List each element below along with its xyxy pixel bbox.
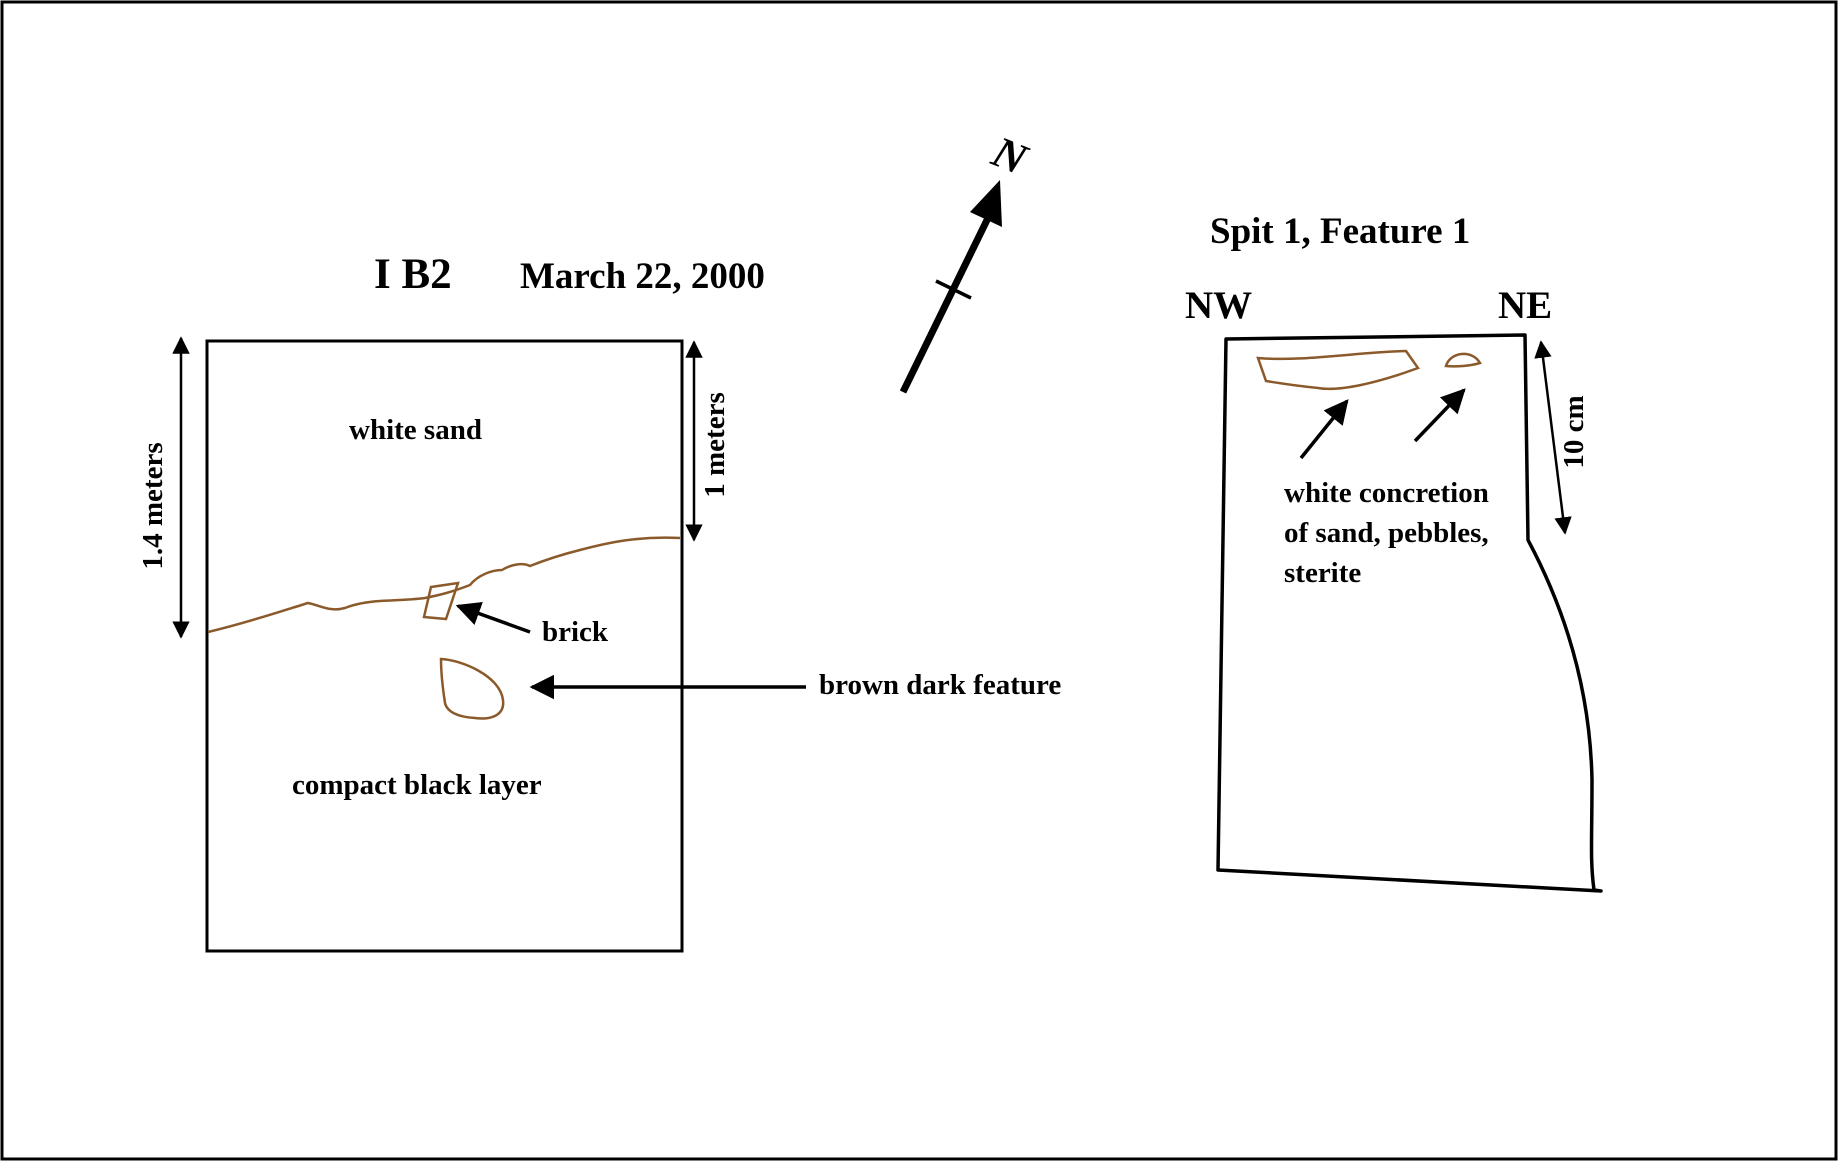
feature-plan: Spit 1, Feature 1 NW NE white concretion… (1185, 211, 1603, 893)
unit-plan: I B2 March 22, 2000 white sand brick bro… (137, 251, 1061, 953)
brick-label: brick (542, 616, 609, 648)
corner-nw-label: NW (1185, 284, 1252, 327)
concretion-pointer-arrow-1 (1299, 399, 1349, 460)
unit-title: I B2 (374, 251, 452, 298)
compact-black-layer-label: compact black layer (292, 769, 542, 801)
concretion-outline-large (1256, 349, 1420, 391)
brick-outline (422, 581, 460, 621)
brown-dark-feature-outline (439, 657, 505, 720)
concretion-outline-small (1444, 352, 1482, 368)
north-arrow-tick (935, 279, 972, 300)
north-arrow-shaft (899, 216, 992, 394)
concretion-label-line-3: sterite (1284, 557, 1361, 589)
north-label: N (985, 127, 1036, 186)
brick-pointer-arrow (455, 601, 531, 634)
north-arrow-head (970, 180, 1002, 227)
white-sand-label: white sand (349, 414, 482, 446)
feature-dimension-arrow (1534, 340, 1572, 535)
feature-dimension-label: 10 cm (1558, 395, 1590, 468)
left-dimension-label: 1.4 meters (137, 442, 169, 569)
concretion-pointer-arrow-2 (1413, 388, 1466, 443)
concretion-label-line-2: of sand, pebbles, (1284, 517, 1489, 549)
unit-date: March 22, 2000 (520, 256, 765, 297)
north-arrow: N (899, 127, 1036, 394)
brown-dark-feature-label: brown dark feature (819, 669, 1061, 701)
corner-ne-label: NE (1498, 284, 1552, 327)
layer-boundary-line (207, 536, 681, 634)
right-dimension-label: 1 meters (699, 392, 731, 497)
concretion-label-line-1: white concretion (1284, 477, 1489, 509)
feature-outline (1216, 333, 1603, 893)
feature-plan-title: Spit 1, Feature 1 (1210, 211, 1470, 252)
unit-outline (205, 339, 684, 953)
